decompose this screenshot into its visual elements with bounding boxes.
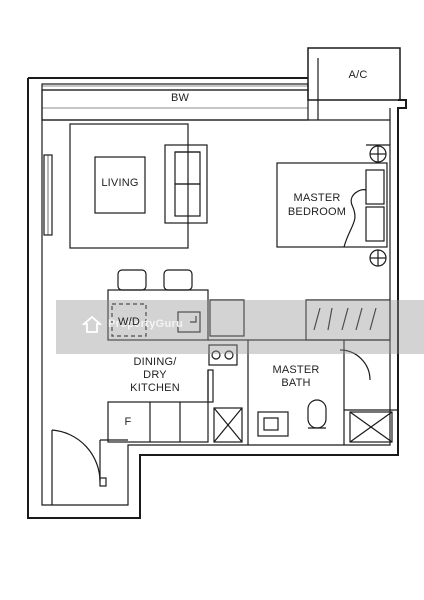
- watermark-band: [56, 300, 424, 354]
- living-rug: [69, 123, 189, 249]
- sink-unit: [177, 311, 201, 333]
- shower-tray: [349, 411, 393, 443]
- watermark-logo: [82, 315, 102, 333]
- inner-wall-line: [41, 90, 391, 506]
- basin: [257, 411, 289, 437]
- living-table: [94, 156, 146, 214]
- ac-label: A/C: [348, 69, 368, 81]
- dining-chair-2: [163, 269, 193, 291]
- dining-label-3: KITCHEN: [130, 382, 180, 394]
- wd-label: W/D: [118, 316, 140, 328]
- bed-pillow-top: [365, 169, 385, 205]
- wd-machine: [111, 303, 147, 337]
- toilet: [307, 399, 327, 429]
- outer-wall: [27, 77, 407, 519]
- master-bedroom-label-1: MASTER: [293, 192, 341, 204]
- ac-ledge: [307, 47, 401, 101]
- sofa: [164, 144, 208, 224]
- master-bath-label-2: BATH: [281, 377, 311, 389]
- bw-label: BW: [170, 92, 190, 104]
- entrance-door: [51, 429, 101, 505]
- watermark-text: PropertyGuru: [108, 318, 184, 330]
- bay-window: [41, 83, 309, 91]
- master-bath-label-1: MASTER: [272, 364, 320, 376]
- kitchen-counter: [107, 289, 209, 341]
- cabinet: [209, 299, 245, 337]
- living-label: LIVING: [101, 177, 139, 189]
- fridge-unit: [107, 401, 209, 443]
- dining-label-2: DRY: [143, 369, 167, 381]
- dining-chair-1: [117, 269, 147, 291]
- bed-pillow-bottom: [365, 206, 385, 242]
- storage-box-left: [213, 407, 243, 443]
- master-bedroom-label-2: BEDROOM: [287, 206, 347, 218]
- hob: [208, 344, 238, 366]
- dining-label-1: DINING/: [133, 356, 177, 368]
- wardrobe: [305, 299, 391, 341]
- fridge-label: F: [124, 416, 132, 428]
- bed: [276, 162, 388, 248]
